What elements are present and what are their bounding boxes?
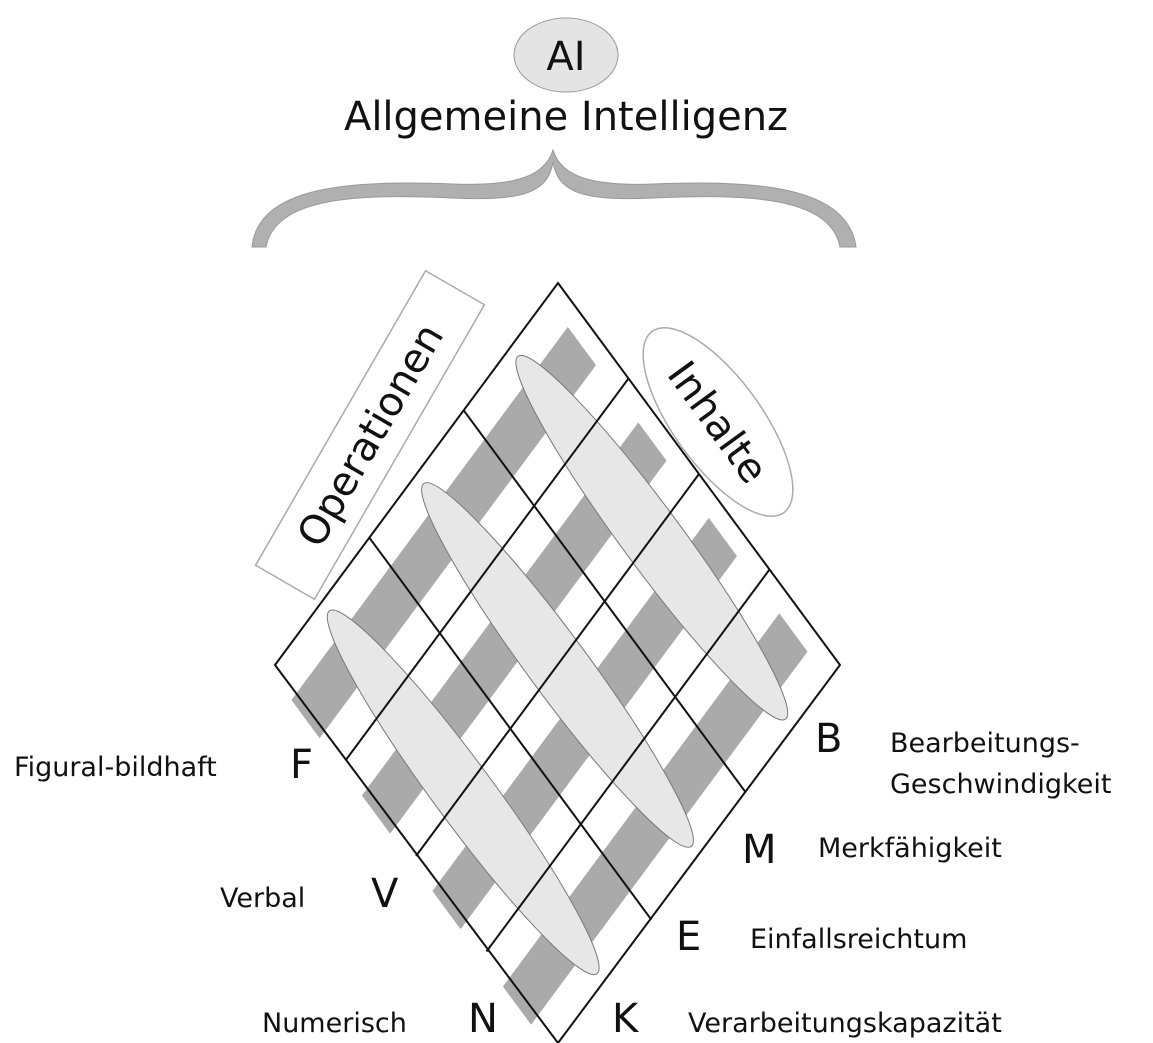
operation-letter-bearbeitung: B <box>815 716 842 762</box>
operation-label-merkfaehigkeit: Merkfähigkeit <box>818 833 1002 864</box>
content-letter-numerisch: N <box>468 996 498 1042</box>
title-abbr: AI <box>546 34 585 80</box>
content-letter-figural: F <box>290 742 313 788</box>
content-label-verbal: Verbal <box>220 883 305 914</box>
operation-label-bearbeitung-1: Bearbeitungs- <box>890 728 1080 759</box>
operation-letter-einfallsreichtum: E <box>676 914 701 960</box>
content-label-numerisch: Numerisch <box>262 1008 407 1039</box>
operation-letter-verarbeitung: K <box>612 996 640 1042</box>
operation-label-verarbeitung: Verarbeitungskapazität <box>688 1008 1002 1039</box>
operation-label-einfallsreichtum: Einfallsreichtum <box>750 924 967 955</box>
curly-brace <box>252 150 856 247</box>
operation-letter-merkfaehigkeit: M <box>742 827 777 873</box>
operation-label-bearbeitung-2: Geschwindigkeit <box>890 769 1111 800</box>
content-letter-verbal: V <box>371 871 399 917</box>
content-label-figural: Figural-bildhaft <box>14 752 217 783</box>
title-full: Allgemeine Intelligenz <box>344 94 788 140</box>
